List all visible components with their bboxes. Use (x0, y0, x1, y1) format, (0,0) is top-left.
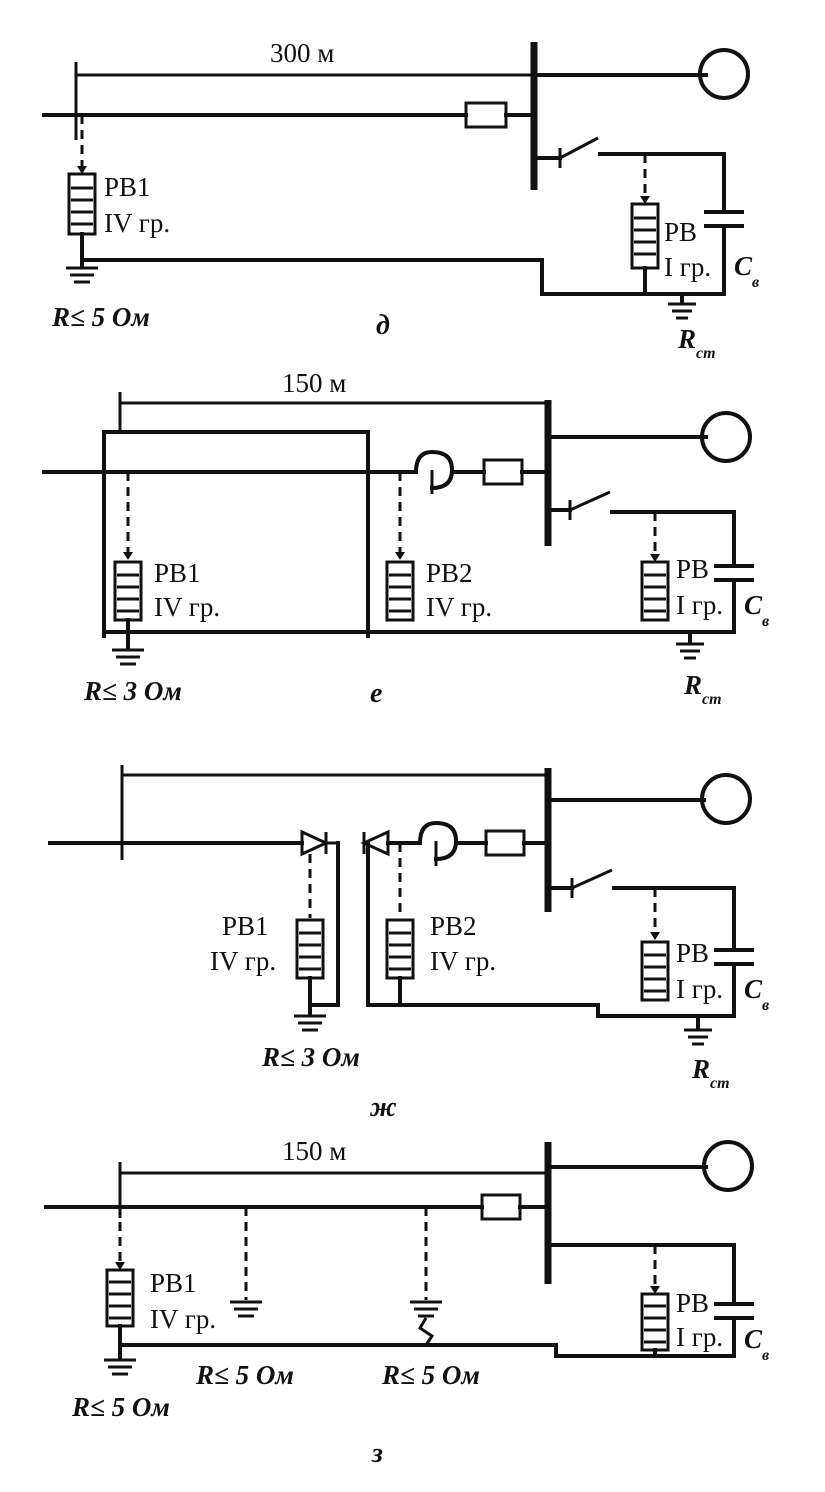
panel-letter: з (371, 1438, 383, 1469)
arrow-icon (395, 552, 405, 560)
arrester-name: РВ2 (426, 558, 473, 588)
arrester-group: IV гр. (430, 946, 496, 976)
station-arrester-group: I гр. (676, 590, 723, 620)
distance-label: 150 м (282, 1136, 346, 1166)
arrester-name: РВ1 (222, 911, 269, 941)
capacitor-subscript: в (762, 613, 769, 630)
panel-e: 150 м C в РВ I гр. (42, 368, 769, 709)
switch-icon (569, 490, 611, 512)
distance-label: 150 м (282, 368, 346, 398)
station-ground-label: R (691, 1054, 710, 1084)
reactor-coil-icon (417, 820, 459, 862)
reactor-icon (482, 458, 524, 486)
arrester-group: IV гр. (210, 946, 276, 976)
arrow-icon (77, 166, 87, 174)
panel-letter: е (370, 678, 382, 709)
ground-resistance: R≤ 5 Ом (71, 1392, 170, 1422)
arrester-group: IV гр. (150, 1304, 216, 1334)
generator-icon (698, 48, 750, 100)
capacitor-label: C (744, 974, 763, 1004)
distance-label: 300 м (270, 38, 334, 68)
capacitor-subscript: в (752, 274, 759, 291)
station-ground-subscript: ст (702, 691, 722, 708)
reactor-icon (480, 1193, 522, 1221)
extra-ground-resistance: R≤ 5 Ом (381, 1360, 480, 1390)
generator-icon (700, 411, 752, 463)
arrester-icon (640, 940, 670, 1002)
switch-icon (571, 868, 613, 890)
ground-resistance: R≤ 5 Ом (51, 302, 150, 332)
ground-lead (417, 1317, 435, 1346)
capacitor-label: C (744, 1324, 763, 1354)
station-arrester-name: РВ (676, 554, 709, 584)
station-arrester-name: РВ (664, 217, 697, 247)
station-arrester-group: I гр. (664, 252, 711, 282)
arrester-name: РВ1 (150, 1268, 197, 1298)
arrester-group: IV гр. (154, 592, 220, 622)
station-ground-subscript: ст (710, 1075, 730, 1092)
panel-z: 150 м C в РВ I гр. (44, 1136, 769, 1469)
arrester-name: РВ1 (104, 172, 151, 202)
station-arrester-group: I гр. (676, 1322, 723, 1352)
station-ground-subscript: ст (696, 345, 716, 362)
arrow-icon (115, 1262, 125, 1270)
panel-letter: ж (369, 1092, 397, 1123)
arrester-group: IV гр. (104, 208, 170, 238)
reactor-coil-icon (413, 449, 455, 491)
arrester-icon (640, 560, 670, 622)
generator-icon (702, 1140, 754, 1192)
station-arrester-name: РВ (676, 1288, 709, 1318)
station-ground-label: R (683, 670, 702, 700)
spark-gap-icon (300, 829, 330, 857)
panel-d: 300 м C в РВ I гр. (42, 38, 759, 362)
extra-ground-resistance: R≤ 5 Ом (195, 1360, 294, 1390)
capacitor-subscript: в (762, 1347, 769, 1364)
arrow-icon (650, 1286, 660, 1294)
station-arrester-group: I гр. (676, 974, 723, 1004)
panel-zh: C в РВ I гр. R ст РВ1 IV гр. (48, 765, 769, 1123)
arrester-icon (630, 202, 660, 270)
arrow-icon (640, 196, 650, 204)
arrester-group: IV гр. (426, 592, 492, 622)
station-ground-label: R (677, 324, 696, 354)
arrow-icon (650, 932, 660, 940)
panel-letter: д (376, 310, 390, 341)
reactor-icon (464, 101, 508, 129)
capacitor-label: C (744, 590, 763, 620)
arrow-icon (123, 552, 133, 560)
reactor-icon (484, 829, 526, 857)
arrester-icon (385, 560, 415, 622)
ground-resistance: R≤ 3 Ом (261, 1042, 360, 1072)
generator-icon (700, 773, 752, 825)
capacitor-subscript: в (762, 997, 769, 1014)
arrester-name: РВ1 (154, 558, 201, 588)
arrester-name: РВ2 (430, 911, 477, 941)
arrow-icon (650, 554, 660, 562)
switch-icon (559, 136, 599, 160)
capacitor-label: C (734, 251, 753, 281)
station-arrester-name: РВ (676, 938, 709, 968)
ground-resistance: R≤ 3 Ом (83, 676, 182, 706)
